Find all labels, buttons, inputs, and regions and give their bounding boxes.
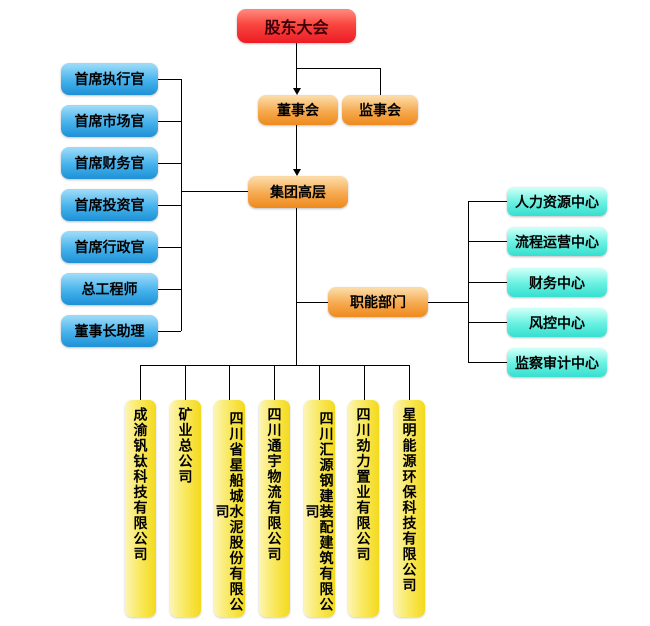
node-executive-cao: 首席行政官 xyxy=(61,231,158,263)
node-center-supervision-audit: 监察审计中心 xyxy=(507,348,607,377)
node-executive-cmo: 首席市场官 xyxy=(61,105,158,137)
node-subsidiary: 星明能源环保科技有限公司 xyxy=(394,400,425,617)
connector-line xyxy=(319,365,320,400)
connector-line xyxy=(158,331,181,332)
node-center-hr: 人力资源中心 xyxy=(507,187,607,216)
node-center-risk-control: 风控中心 xyxy=(507,308,607,337)
connector-line xyxy=(158,247,181,248)
node-executive-cio: 首席投资官 xyxy=(61,189,158,221)
node-subsidiary: 四川省星船城水泥股份有限公司 xyxy=(214,400,245,617)
subsidiary-label: 四川通宇物流有限公司 xyxy=(266,407,283,562)
connector-line xyxy=(428,302,468,303)
node-subsidiary: 四川通宇物流有限公司 xyxy=(259,400,290,617)
node-subsidiary: 四川汇源钢建装配建筑有限公司 xyxy=(304,400,335,617)
subsidiary-label: 四川汇源钢建装配建筑有限公司 xyxy=(304,411,335,613)
node-group-senior-management: 集团高层 xyxy=(248,176,348,208)
connector-line xyxy=(274,365,275,400)
subsidiary-label: 成渝钒钛科技有限公司 xyxy=(132,407,149,562)
connector-line xyxy=(185,365,186,400)
subsidiary-label: 矿业总公司 xyxy=(177,407,194,485)
connector-line xyxy=(468,201,507,202)
connector-line xyxy=(409,365,410,400)
connector-line xyxy=(229,365,230,400)
node-board-of-directors: 董事会 xyxy=(258,95,338,125)
arrow-down-icon xyxy=(293,169,301,176)
connector-line xyxy=(181,79,182,331)
node-executive-chief-engineer: 总工程师 xyxy=(61,273,158,305)
node-supervisory-board: 监事会 xyxy=(342,95,418,125)
connector-line xyxy=(140,365,410,366)
node-executive-cfo: 首席财务官 xyxy=(61,147,158,179)
connector-line xyxy=(158,205,181,206)
connector-line xyxy=(158,163,181,164)
connector-line xyxy=(158,289,181,290)
connector-line xyxy=(296,43,297,89)
node-executive-ceo: 首席执行官 xyxy=(61,63,158,95)
node-shareholders-meeting: 股东大会 xyxy=(237,9,356,43)
node-center-finance: 财务中心 xyxy=(507,268,607,297)
node-executive-chairman-assistant: 董事长助理 xyxy=(61,315,158,347)
node-center-process-operations: 流程运营中心 xyxy=(507,227,607,256)
connector-line xyxy=(380,68,381,95)
connector-line xyxy=(181,191,248,192)
connector-line xyxy=(468,282,507,283)
connector-line xyxy=(468,322,507,323)
connector-line xyxy=(296,208,297,365)
node-subsidiary: 四川劲力置业有限公司 xyxy=(348,400,379,617)
connector-line xyxy=(296,125,297,170)
node-subsidiary: 成渝钒钛科技有限公司 xyxy=(125,400,156,617)
connector-line xyxy=(158,79,181,80)
connector-line xyxy=(468,362,507,363)
subsidiary-label: 四川省星船城水泥股份有限公司 xyxy=(214,411,245,613)
connector-line xyxy=(296,302,328,303)
subsidiary-label: 四川劲力置业有限公司 xyxy=(355,407,372,562)
connector-line xyxy=(158,121,181,122)
arrow-down-icon xyxy=(293,88,301,95)
connector-line xyxy=(140,365,141,400)
subsidiary-label: 星明能源环保科技有限公司 xyxy=(401,407,418,593)
connector-line xyxy=(364,365,365,400)
node-subsidiary: 矿业总公司 xyxy=(170,400,201,617)
connector-line xyxy=(468,241,507,242)
connector-line xyxy=(296,68,381,69)
node-functional-departments: 职能部门 xyxy=(328,287,428,317)
